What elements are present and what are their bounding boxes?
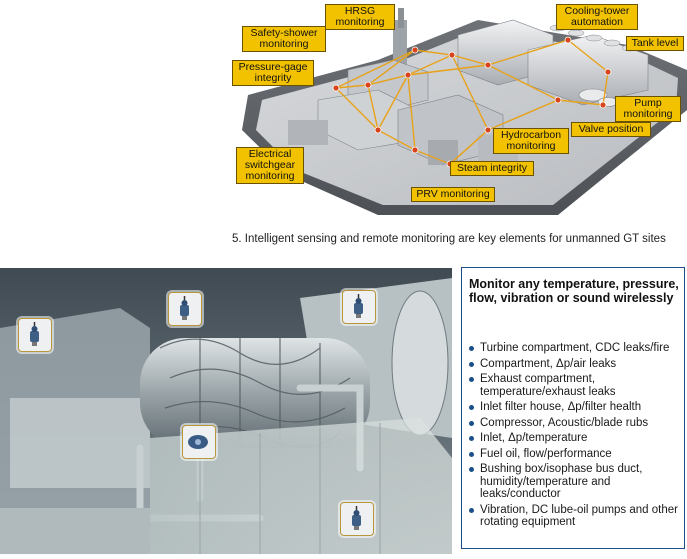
list-item-text: Inlet filter house, Δp/filter health [480, 401, 642, 413]
gas-turbine-illustration [0, 268, 452, 554]
bullet-icon [469, 467, 474, 472]
list-item: Fuel oil, flow/performance [469, 448, 683, 461]
plant-illustration [242, 8, 687, 215]
bullet-icon [469, 436, 474, 441]
panel-title: Monitor any temperature, pressure, flow,… [469, 277, 679, 305]
list-item: Compartment, Δp/air leaks [469, 358, 683, 371]
list-item: Bushing box/isophase bus duct, humidity/… [469, 463, 683, 501]
list-item-text: Vibration, DC lube-oil pumps and other r… [480, 503, 678, 529]
bullet-icon [469, 346, 474, 351]
plant-diagram: HRSG monitoring Safety-shower monitoring… [228, 0, 687, 225]
bullet-icon [469, 405, 474, 410]
callout-pump: Pump monitoring [615, 96, 681, 122]
figure-caption: 5. Intelligent sensing and remote monito… [232, 233, 666, 245]
bullet-icon [469, 451, 474, 457]
list-item: Turbine compartment, CDC leaks/fire [469, 342, 683, 355]
wireless-transmitter-icon [340, 502, 374, 536]
turbine-drawing [0, 268, 452, 554]
callout-cooling-tower: Cooling-tower automation [556, 4, 638, 30]
wireless-transmitter-icon [168, 292, 202, 326]
callout-pressure-gage: Pressure-gage integrity [232, 60, 314, 86]
bullet-icon [469, 361, 474, 367]
acoustic-sensor-icon [182, 425, 216, 459]
list-item-text: Turbine compartment, CDC leaks/fire [480, 342, 670, 354]
callout-tank-level: Tank level [626, 36, 684, 51]
callout-safety-shower: Safety-shower monitoring [242, 26, 326, 52]
wireless-transmitter-icon [18, 318, 52, 352]
enclosure-panel [150, 418, 452, 554]
monitoring-info-panel: Monitor any temperature, pressure, flow,… [461, 267, 685, 549]
list-item-text: Fuel oil, flow/performance [480, 447, 612, 460]
list-item: Inlet, Δp/temperature [469, 432, 683, 445]
list-item-text: Exhaust compartment, temperature/exhaust… [480, 373, 616, 398]
callout-electrical-switchgear: Electrical switchgear monitoring [236, 147, 304, 184]
sensor-nodes [332, 36, 612, 168]
bullet-icon [469, 377, 474, 382]
list-item-text: Bushing box/isophase bus duct, humidity/… [480, 463, 643, 500]
callout-hydrocarbon: Hydrocarbon monitoring [493, 128, 569, 154]
wireless-transmitter-icon [342, 290, 376, 324]
list-item: Vibration, DC lube-oil pumps and other r… [469, 504, 683, 529]
callout-steam-integrity: Steam integrity [450, 161, 534, 176]
bullet-icon [469, 420, 474, 426]
turbine-casing [140, 338, 370, 448]
list-item: Inlet filter house, Δp/filter health [469, 401, 683, 414]
callout-hrsg: HRSG monitoring [325, 4, 395, 30]
list-item-text: Inlet, Δp/temperature [480, 432, 588, 444]
callout-prv: PRV monitoring [411, 187, 495, 202]
list-item-text: Compartment, Δp/air leaks [480, 357, 617, 370]
callout-valve-position: Valve position [571, 122, 651, 137]
list-item: Exhaust compartment, temperature/exhaust… [469, 373, 683, 398]
list-item: Compressor, Acoustic/blade rubs [469, 417, 683, 430]
list-item-text: Compressor, Acoustic/blade rubs [480, 416, 649, 429]
bullet-icon [469, 507, 474, 513]
